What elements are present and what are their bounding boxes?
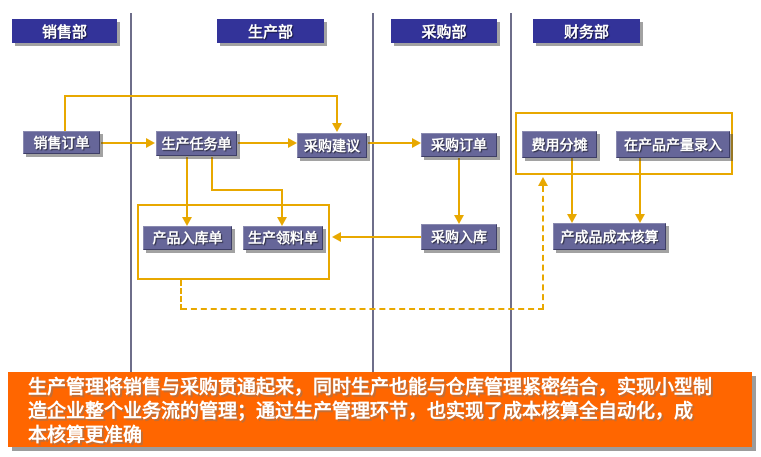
edge-task-picking-v1 [211,157,213,191]
edge-salesorder-loop-h [64,95,338,97]
dept-header-production-label: 生产部 [247,22,293,41]
arrowhead-into-costing-left [567,214,577,223]
box-production-task-order: 生产任务单 [156,131,237,156]
edge-salesorder-task [101,142,146,144]
edge-expense-costing [571,158,573,215]
arrowhead-into-finance-group [538,177,548,186]
box-purchase-suggestion-label: 采购建议 [304,138,360,155]
edge-salesorder-loop-v [64,95,66,131]
box-purchase-order-label: 采购订单 [431,138,487,154]
dashed-edge-v1 [180,280,182,310]
summary-banner: 生产管理将销售与采购贯通起来，同时生产也能与仓库管理紧密结合，实现小型制 造企业… [8,372,752,447]
edge-order-inbound [458,158,460,215]
dashed-edge-h [181,308,544,310]
finance-allocation-group [515,112,733,175]
edge-task-suggestion [238,142,288,144]
arrowhead-into-picking-right [332,232,341,242]
box-purchase-inbound: 采购入库 [421,224,497,250]
dept-header-sales: 销售部 [12,19,117,43]
box-expense-allocation: 费用分摊 [522,131,597,158]
box-finished-goods-costing: 产成品成本核算 [553,223,666,250]
warehouse-docs-group [137,204,330,280]
box-wip-output-entry-label: 在产品产量录入 [624,137,722,154]
arrowhead-into-picking [277,217,287,226]
dept-header-sales-label: 销售部 [41,22,87,41]
lane-divider-1 [130,13,132,372]
edge-purchaseinbound-picking [341,236,421,238]
dept-header-finance-label: 财务部 [563,22,609,41]
edge-task-productinbound [186,157,188,217]
box-purchase-inbound-label: 采购入库 [431,230,487,246]
dept-header-finance: 财务部 [533,19,640,43]
edge-task-picking-h [211,189,283,191]
box-finished-goods-costing-label: 产成品成本核算 [560,229,659,246]
box-wip-output-entry: 在产品产量录入 [616,131,730,158]
dept-header-production: 生产部 [217,19,324,43]
box-purchase-order: 采购订单 [421,133,497,157]
dept-header-purchasing-label: 采购部 [421,22,467,41]
edge-wip-costing [639,158,641,215]
box-production-picking-order: 生产领料单 [243,226,323,250]
dept-header-purchasing: 采购部 [391,19,497,43]
box-purchase-suggestion: 采购建议 [297,133,367,158]
summary-line-1: 生产管理将销售与采购贯通起来，同时生产也能与仓库管理紧密结合，实现小型制 [28,376,713,398]
box-product-inbound-order-label: 产品入库单 [152,231,223,247]
box-production-picking-order-label: 生产领料单 [248,231,318,247]
arrowhead-into-purchase-order [412,138,421,148]
arrowhead-into-product-inbound [182,217,192,226]
box-sales-order: 销售订单 [23,131,100,154]
arrowhead-into-task [146,138,155,148]
arrowhead-into-costing-right [635,214,645,223]
edge-task-picking-v2 [281,189,283,217]
arrowhead-into-purchase-inbound [454,215,464,224]
edge-salesorder-loop-drop [336,95,338,124]
box-production-task-order-label: 生产任务单 [161,136,232,153]
arrowhead-into-purchase-suggestion-top [332,123,342,132]
lane-divider-2 [372,13,374,372]
box-expense-allocation-label: 费用分摊 [531,137,588,154]
summary-line-2: 造企业整个业务流的管理；通过生产管理环节，也实现了成本核算全自动化，成 [28,400,694,422]
lane-divider-3 [510,13,512,372]
dashed-edge-v2 [542,186,544,310]
arrowhead-into-suggestion [288,138,297,148]
summary-line-3: 本核算更准确 [28,424,143,446]
box-product-inbound-order: 产品入库单 [143,226,232,250]
box-sales-order-label: 销售订单 [33,135,90,152]
edge-suggestion-order [368,142,412,144]
